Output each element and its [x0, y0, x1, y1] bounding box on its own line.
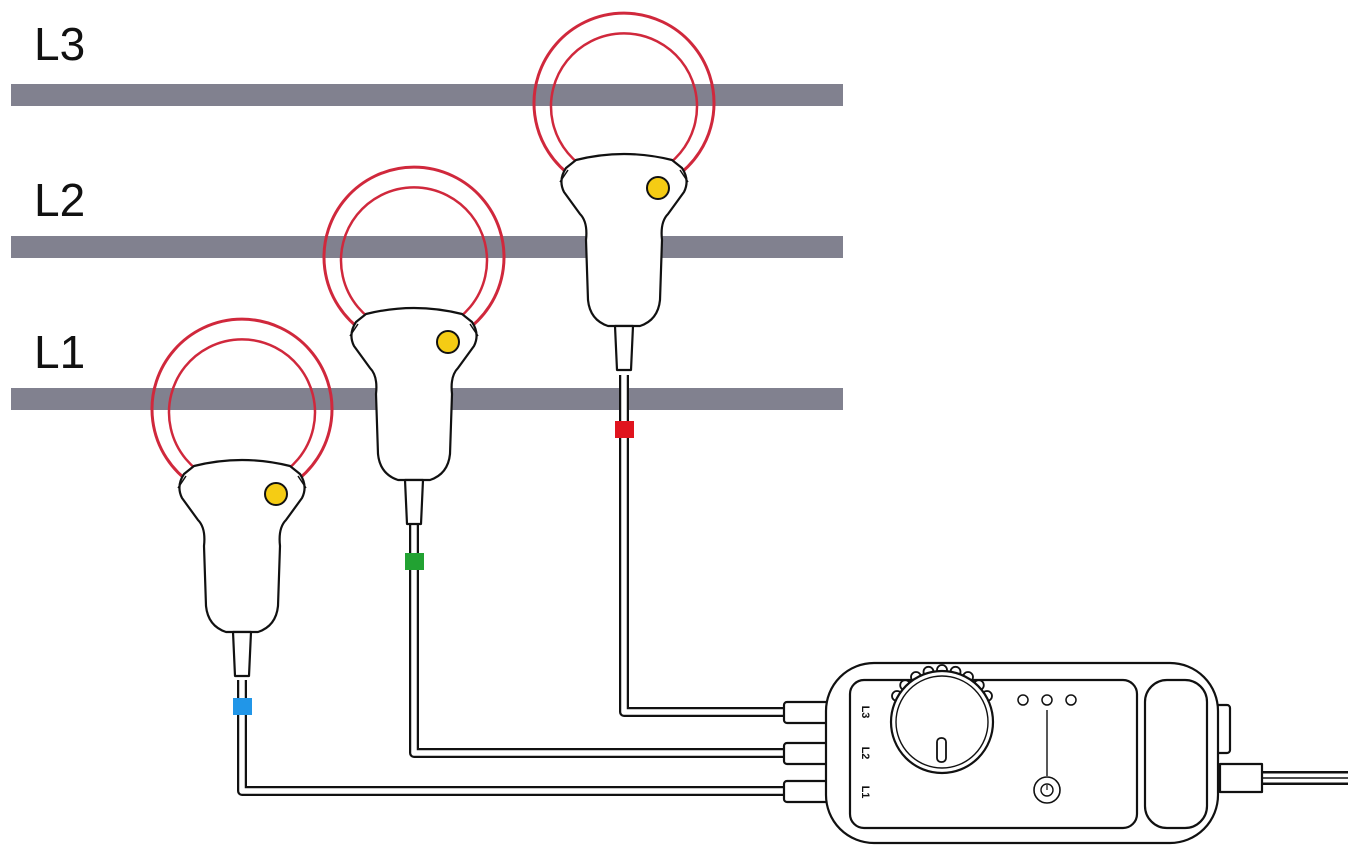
led-indicator-icon — [1017, 694, 1029, 706]
led-indicator-icon — [1041, 694, 1053, 706]
adapter-unit: L3 L2 L1 — [824, 661, 1264, 845]
indicator-l2 — [436, 330, 460, 354]
phase-label-l2: L2 — [34, 174, 85, 226]
clamp-probe-l3 — [532, 11, 716, 372]
port-label-l1: L1 — [859, 786, 871, 799]
cable-l3 — [619, 375, 785, 717]
phase-label-l3: L3 — [34, 18, 85, 70]
unit-grip — [1143, 678, 1209, 830]
indicator-l1 — [264, 482, 288, 506]
conductor-bar-l2 — [11, 236, 843, 258]
led-indicator-icon — [1065, 694, 1077, 706]
connector-l1 — [782, 779, 834, 804]
power-button-icon[interactable] — [1033, 776, 1061, 804]
port-label-l3: L3 — [859, 706, 871, 719]
cables — [237, 375, 1348, 796]
color-tag-l1 — [233, 698, 252, 715]
cable-l1 — [237, 680, 785, 796]
phase-label-l1: L1 — [34, 326, 85, 378]
cable-l2 — [409, 525, 785, 758]
unit-face-panel — [848, 678, 1139, 830]
connector-l3 — [782, 700, 834, 725]
unit-connectors — [782, 700, 834, 804]
indicator-l3 — [646, 176, 670, 200]
clamp-probe-l2 — [322, 165, 506, 526]
clamp-probe-icon — [178, 458, 306, 634]
conductor-bar-l3 — [11, 84, 843, 106]
connector-l2 — [782, 741, 834, 766]
color-tag-l2 — [405, 553, 424, 570]
clamp-probe-l1 — [150, 317, 334, 678]
port-label-l2: L2 — [859, 747, 871, 760]
rotary-dial-icon[interactable] — [889, 664, 995, 775]
color-tag-l3 — [615, 421, 634, 438]
